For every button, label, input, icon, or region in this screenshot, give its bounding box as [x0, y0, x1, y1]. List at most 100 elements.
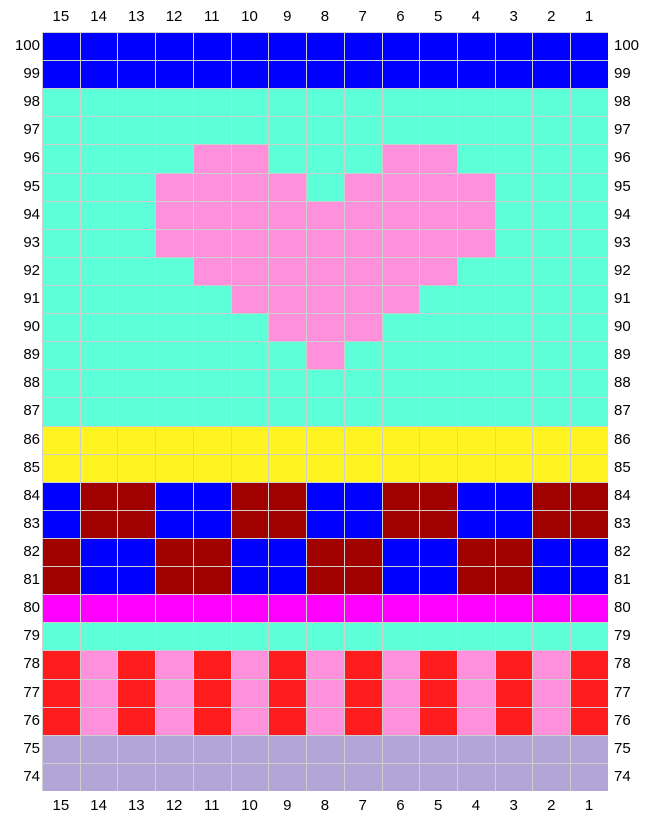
chart-cell — [232, 202, 269, 229]
chart-cell — [345, 651, 382, 678]
row-label-right: 77 — [614, 683, 654, 703]
chart-cell — [43, 427, 80, 454]
chart-cell — [118, 708, 155, 735]
chart-cell — [269, 61, 306, 88]
chart-cell — [269, 230, 306, 257]
chart-cell — [118, 61, 155, 88]
row-label-left: 81 — [0, 570, 40, 590]
chart-cell — [345, 455, 382, 482]
chart-cell — [571, 370, 608, 397]
column-label-bottom: 4 — [457, 796, 495, 816]
chart-cell — [269, 202, 306, 229]
chart-cell — [194, 117, 231, 144]
chart-cell — [458, 736, 495, 763]
row-label-left: 76 — [0, 711, 40, 731]
chart-cell — [232, 89, 269, 116]
chart-cell — [533, 89, 570, 116]
chart-cell — [269, 651, 306, 678]
chart-cell — [571, 680, 608, 707]
chart-cell — [458, 117, 495, 144]
chart-cell — [383, 61, 420, 88]
chart-cell — [533, 174, 570, 201]
chart-cell — [307, 736, 344, 763]
chart-cell — [571, 539, 608, 566]
chart-cell — [269, 145, 306, 172]
chart-cell — [118, 567, 155, 594]
chart-cell — [496, 764, 533, 791]
chart-cell — [571, 61, 608, 88]
chart-cell — [118, 680, 155, 707]
chart-cell — [383, 174, 420, 201]
chart-cell — [118, 455, 155, 482]
chart-cell — [43, 595, 80, 622]
chart-cell — [269, 427, 306, 454]
chart-cell — [118, 511, 155, 538]
chart-cell — [232, 258, 269, 285]
chart-cell — [118, 286, 155, 313]
chart-cell — [458, 511, 495, 538]
chart-cell — [232, 567, 269, 594]
chart-cell — [232, 651, 269, 678]
column-label-bottom: 6 — [381, 796, 419, 816]
column-label-top: 3 — [495, 7, 533, 27]
chart-cell — [269, 708, 306, 735]
column-label-top: 13 — [117, 7, 155, 27]
row-label-left: 85 — [0, 458, 40, 478]
chart-cell — [43, 511, 80, 538]
chart-cell — [81, 680, 118, 707]
column-label-bottom: 8 — [306, 796, 344, 816]
chart-cell — [269, 623, 306, 650]
row-label-right: 78 — [614, 654, 654, 674]
chart-cell — [81, 145, 118, 172]
chart-cell — [533, 145, 570, 172]
chart-cell — [118, 483, 155, 510]
chart-cell — [232, 483, 269, 510]
chart-cell — [194, 736, 231, 763]
chart-cell — [571, 89, 608, 116]
chart-cell — [307, 145, 344, 172]
column-label-bottom: 11 — [193, 796, 231, 816]
row-label-left: 79 — [0, 626, 40, 646]
chart-cell — [43, 286, 80, 313]
chart-cell — [345, 258, 382, 285]
chart-cell — [383, 117, 420, 144]
column-label-top: 1 — [570, 7, 608, 27]
chart-cell — [345, 117, 382, 144]
chart-cell — [81, 651, 118, 678]
chart-cell — [232, 680, 269, 707]
chart-cell — [383, 33, 420, 60]
column-label-top: 9 — [268, 7, 306, 27]
chart-cell — [307, 33, 344, 60]
chart-cell — [420, 623, 457, 650]
chart-cell — [383, 202, 420, 229]
chart-cell — [345, 539, 382, 566]
chart-cell — [194, 89, 231, 116]
chart-cell — [156, 286, 193, 313]
chart-cell — [118, 174, 155, 201]
chart-cell — [81, 286, 118, 313]
chart-cell — [269, 680, 306, 707]
chart-cell — [81, 174, 118, 201]
chart-cell — [307, 314, 344, 341]
chart-cell — [269, 539, 306, 566]
chart-cell — [496, 511, 533, 538]
row-label-right: 82 — [614, 542, 654, 562]
chart-cell — [571, 427, 608, 454]
chart-cell — [345, 595, 382, 622]
chart-cell — [383, 680, 420, 707]
chart-cell — [269, 33, 306, 60]
row-label-right: 92 — [614, 261, 654, 281]
chart-cell — [496, 483, 533, 510]
chart-cell — [81, 764, 118, 791]
chart-cell — [533, 314, 570, 341]
stitch-grid — [42, 32, 608, 791]
chart-cell — [43, 651, 80, 678]
row-label-left: 74 — [0, 767, 40, 787]
row-label-right: 88 — [614, 373, 654, 393]
chart-cell — [232, 145, 269, 172]
chart-cell — [420, 370, 457, 397]
chart-cell — [307, 61, 344, 88]
chart-cell — [571, 286, 608, 313]
chart-cell — [458, 595, 495, 622]
row-label-left: 87 — [0, 401, 40, 421]
